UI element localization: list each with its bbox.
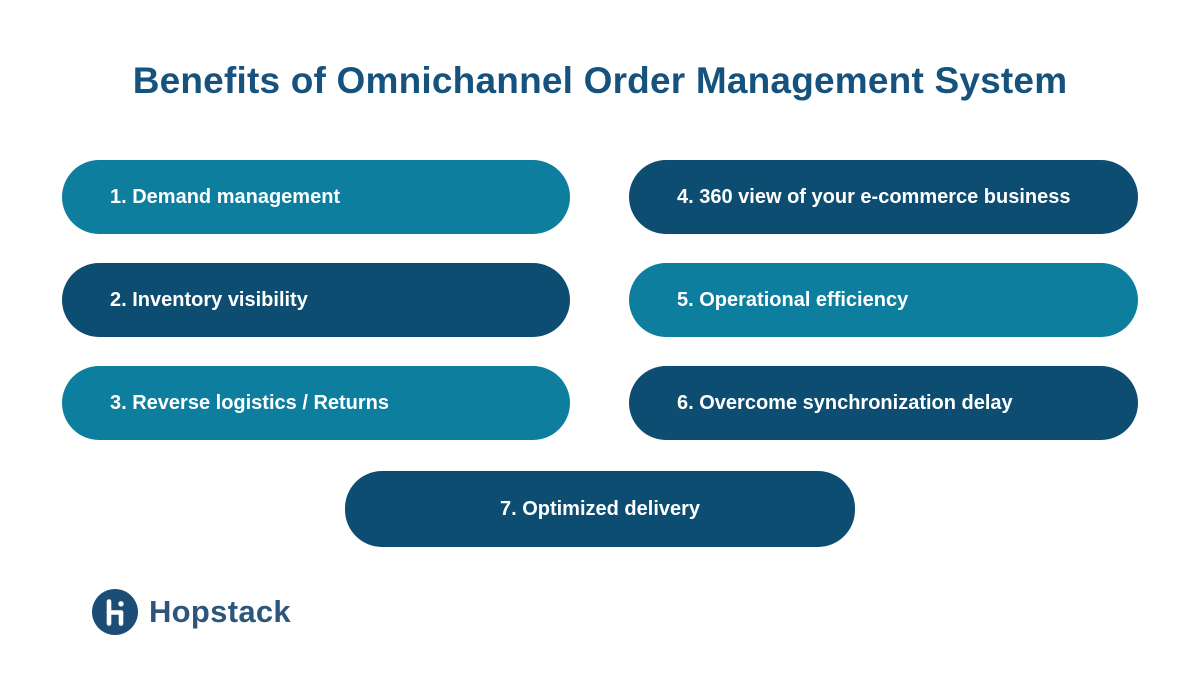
hopstack-wordmark: Hopstack [149,594,291,629]
hopstack-logo: Hopstack [92,589,291,635]
benefit-pill-synchronization-delay: 6. Overcome synchronization delay [629,366,1138,440]
hopstack-hi-icon [92,589,138,635]
benefit-pill-label: 5. Operational efficiency [677,288,909,311]
benefit-pill-reverse-logistics: 3. Reverse logistics / Returns [62,366,570,440]
benefit-pill-optimized-delivery: 7. Optimized delivery [345,471,855,547]
benefit-pill-label: 2. Inventory visibility [110,288,308,311]
benefit-pill-label: 3. Reverse logistics / Returns [110,391,390,414]
benefit-pill-label: 4. 360 view of your e-commerce business [677,185,1071,208]
benefit-pill-360-view: 4. 360 view of your e-commerce business [629,160,1138,234]
benefit-pill-demand-management: 1. Demand management [62,160,570,234]
benefit-pill-operational-efficiency: 5. Operational efficiency [629,263,1138,337]
benefit-pill-inventory-visibility: 2. Inventory visibility [62,263,570,337]
benefit-pill-label: 6. Overcome synchronization delay [677,391,1013,414]
benefit-pill-label: 7. Optimized delivery [499,497,701,520]
page-title: Benefits of Omnichannel Order Management… [132,60,1068,101]
benefit-pill-label: 1. Demand management [110,185,341,208]
